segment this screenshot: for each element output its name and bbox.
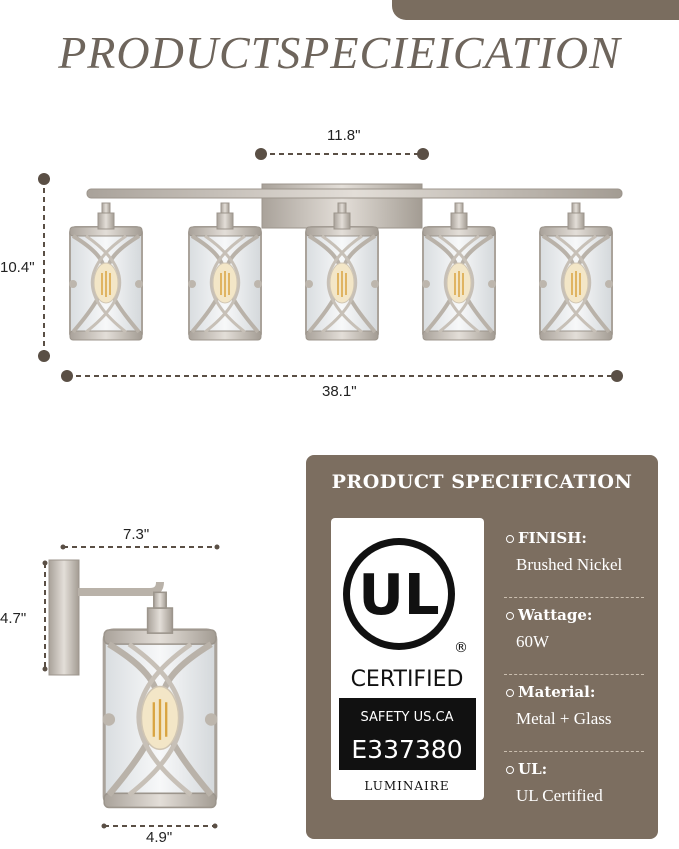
dim-height: 10.4" <box>0 259 35 276</box>
ul-number: E337380 <box>351 735 462 764</box>
shade-1 <box>67 201 145 342</box>
spec-label: Material: <box>506 683 595 701</box>
registered-mark: ® <box>454 640 468 656</box>
shade-5 <box>537 201 615 342</box>
dim-total-width: 38.1" <box>322 383 357 400</box>
ul-certified-badge: ® UL CERTIFIED SAFETY US.CA E337380 LUMI… <box>331 518 484 800</box>
spec-item-ul: UL: UL Certified <box>504 752 644 828</box>
header-tab <box>392 0 679 20</box>
certified-label: CERTIFIED <box>351 667 464 692</box>
spec-label: Wattage: <box>506 606 592 624</box>
spec-value: Metal + Glass <box>516 709 612 728</box>
spec-value: UL Certified <box>516 786 603 805</box>
dim-single-extension: 7.3" <box>123 526 150 543</box>
dim-shade-width: 4.9" <box>146 829 173 846</box>
spec-label: UL: <box>506 760 547 778</box>
dim-single-height: 4.7" <box>0 610 27 627</box>
luminaire-label: LUMINAIRE <box>364 779 449 793</box>
safety-label: SAFETY US.CA <box>361 710 454 725</box>
spec-label: FINISH: <box>506 529 587 547</box>
spec-item-material: Material: Metal + Glass <box>504 675 644 752</box>
spec-value: Brushed Nickel <box>516 555 623 574</box>
shade-2 <box>186 201 264 342</box>
single-shade <box>103 592 218 807</box>
page-title: PRODUCTSPECIEICATION <box>58 27 621 78</box>
spec-panel-title: PRODUCT SPECIFICATION <box>331 471 633 493</box>
ul-logo: UL <box>358 563 439 628</box>
side-backplate <box>48 559 80 676</box>
spec-value: 60W <box>516 632 550 651</box>
dim-backplate-width: 11.8" <box>327 127 361 144</box>
spec-list: FINISH: Brushed Nickel Wattage: 60W Mate… <box>504 521 644 828</box>
shade-4 <box>420 201 498 342</box>
spec-item-wattage: Wattage: 60W <box>504 598 644 675</box>
spec-item-finish: FINISH: Brushed Nickel <box>504 521 644 598</box>
crossbar <box>86 188 623 199</box>
spec-panel: PRODUCT SPECIFICATION ® UL CERTIFIED SAF… <box>306 455 658 839</box>
